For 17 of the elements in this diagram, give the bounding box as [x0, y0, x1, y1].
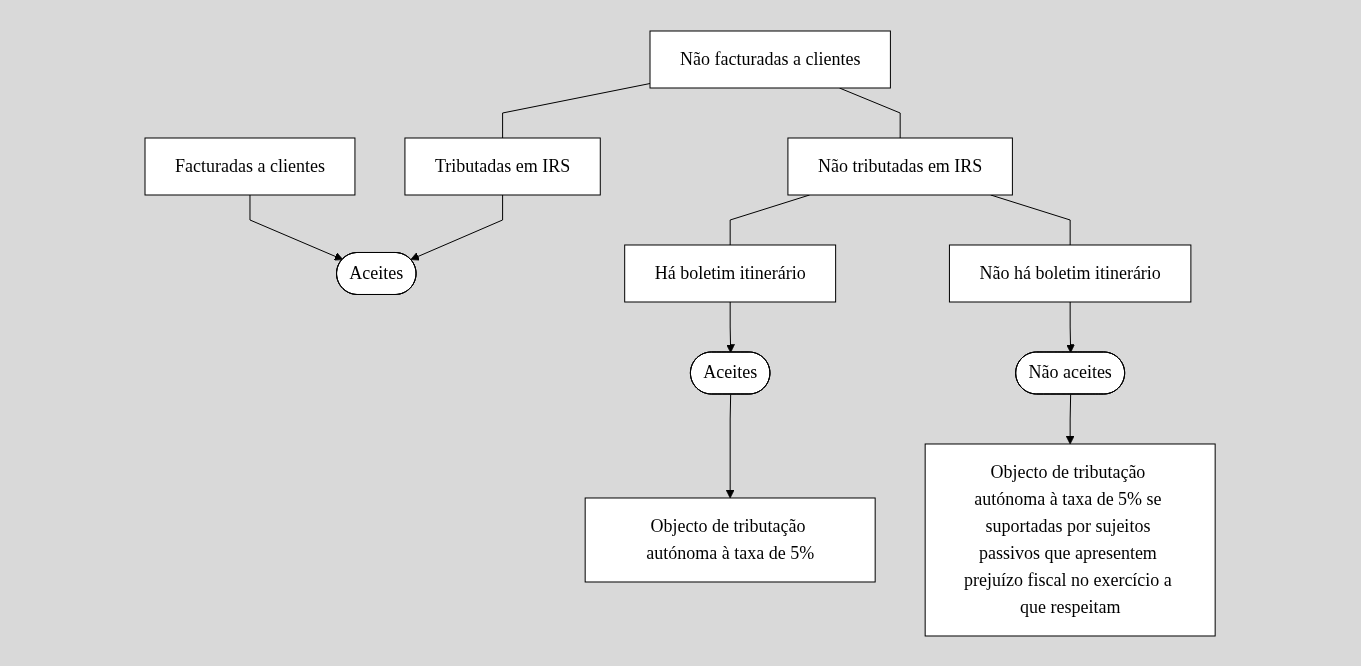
arrow	[1066, 393, 1075, 444]
node-box: Há boletim itinerário	[624, 244, 837, 302]
node-box: Facturadas a clientes	[144, 137, 356, 195]
node-box: Não tributadas em IRS	[787, 137, 1014, 195]
arrow	[1066, 301, 1076, 353]
node-box: Objecto de tributação autónoma à taxa de 5% se suportadas por sujeitos passivos que apresentem prejuízo fiscal no exercício a que respeitam	[925, 443, 1217, 636]
node-box: Objecto de tributação autónoma à taxa de 5%	[585, 497, 877, 582]
node-box: Tributadas em IRS	[404, 137, 602, 195]
arrow	[726, 393, 735, 498]
connector	[990, 194, 1072, 245]
arrow	[726, 301, 736, 353]
arrow	[249, 194, 344, 261]
node-box: Não facturadas a clientes	[649, 30, 892, 88]
arrow	[410, 194, 504, 260]
connector	[502, 82, 651, 138]
node-box: Não há boletim itinerário	[949, 244, 1192, 302]
connector	[839, 87, 902, 138]
